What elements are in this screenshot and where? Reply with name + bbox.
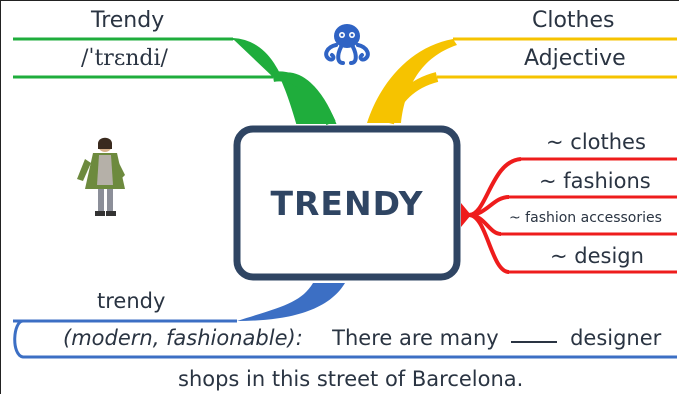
part-of-speech: Adjective	[524, 46, 626, 71]
collocation-item: ~ fashions	[539, 169, 651, 193]
fill-in-blank	[511, 341, 558, 343]
collocation-item: ~ clothes	[546, 130, 646, 154]
example-sentence-line-2: shops in this street of Barcelona.	[178, 367, 524, 391]
branch-word-trendy: Trendy	[91, 8, 165, 33]
example-sentence: (modern, fashionable): There are many de…	[63, 328, 661, 349]
collocation-item: ~ fashion accessories	[509, 210, 662, 226]
octopus-icon	[324, 24, 370, 65]
center-word: TRENDY	[270, 183, 424, 223]
definition: (modern, fashionable):	[63, 326, 303, 350]
branch-word-trendy-lower: trendy	[97, 289, 166, 313]
pronunciation: /ˈtrɛndi/	[81, 46, 168, 71]
fashion-figure-icon	[77, 137, 125, 216]
sentence-part-2: designer	[570, 326, 662, 350]
blue-branch	[13, 283, 677, 359]
sentence-part-1: There are many	[332, 326, 499, 350]
collocation-item: ~ design	[550, 244, 644, 268]
green-branch	[13, 37, 337, 126]
category-clothes: Clothes	[532, 8, 615, 33]
red-branch	[461, 157, 677, 274]
yellow-branch	[367, 37, 677, 125]
center-box	[233, 125, 461, 281]
